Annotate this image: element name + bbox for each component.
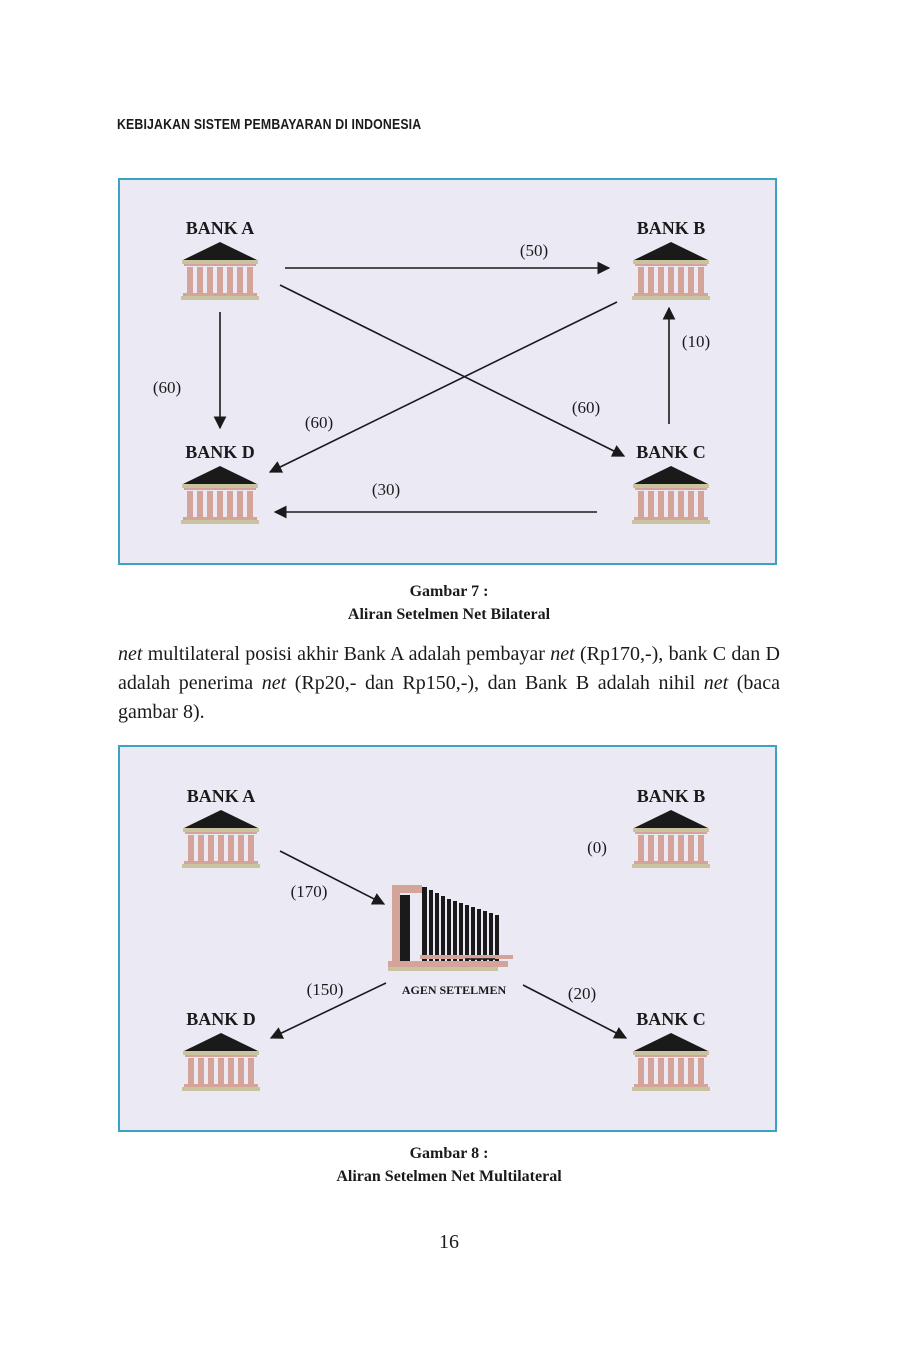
bank-c-label: BANK C [636,442,706,462]
text-segment: (baca gambar 8). [118,672,780,723]
term-net: net [703,672,729,694]
flow-b-to-d-amount: (60) [305,413,333,432]
page-number: 16 [439,1231,459,1253]
body-paragraph: net multilateral posisi akhir Bank A ada… [118,640,780,727]
figure-8-multilateral-diagram: BANK A BANK B BANK D BANK C [118,745,777,1132]
flow-agent-to-d-amount: (150) [307,980,344,999]
figure-7-number: Gambar 7 : [409,583,489,600]
flow-a-to-agent-amount: (170) [291,882,328,901]
term-net: net [550,643,575,665]
bank-d-icon [181,466,259,524]
term-net: net [261,672,287,694]
flow-a-to-d-amount: (60) [153,378,181,397]
text-segment: (Rp170,-), bank C dan D adalah penerima [118,643,780,694]
agent-label: AGEN SETELMEN [402,983,507,997]
figure-8-number: Gambar 8 : [409,1145,489,1162]
bank-a-icon [181,242,259,300]
bank-d-icon [182,1033,260,1091]
arrow-a-to-agent [279,850,386,905]
text-segment: multilateral posisi akhir Bank A adalah … [142,643,551,665]
flow-agent-to-c-amount: (20) [568,984,596,1003]
figure-7-bilateral-diagram: BANK A BANK B BANK D BANK C (50) (10) (6… [118,178,777,565]
flow-a-to-b-amount: (50) [520,241,548,260]
flow-b-amount: (0) [587,838,607,857]
bank-b-label: BANK B [637,786,706,806]
bank-d-label: BANK D [185,442,255,462]
arrow-a-to-c [279,284,626,457]
bank-c-icon [632,1033,710,1091]
bank-a-label: BANK A [187,786,256,806]
settlement-agent-building-icon [388,885,513,971]
figure-8-title: Aliran Setelmen Net Multilateral [336,1168,562,1185]
bank-c-label: BANK C [636,1009,706,1029]
flow-c-to-b-amount: (10) [682,332,710,351]
bank-b-label: BANK B [637,218,706,238]
arrow-agent-to-c [522,984,628,1039]
bank-a-label: BANK A [186,218,255,238]
figure-8-caption: Gambar 8 : Aliran Setelmen Net Multilate… [0,1142,898,1188]
bank-a-icon [182,810,260,868]
term-net: net [118,643,143,665]
bank-d-label: BANK D [186,1009,256,1029]
bank-b-icon [632,810,710,868]
flow-c-to-d-amount: (30) [372,480,400,499]
arrow-b-to-d [268,301,618,473]
figure-7-caption: Gambar 7 : Aliran Setelmen Net Bilateral [0,580,898,626]
running-header: KEBIJAKAN SISTEM PEMBAYARAN DI INDONESIA [117,116,422,133]
bank-b-icon [632,242,710,300]
arrow-agent-to-d [269,982,387,1039]
text-segment: (Rp20,- dan Rp150,-), dan Bank B adalah … [286,672,704,694]
figure-7-title: Aliran Setelmen Net Bilateral [347,606,551,623]
bank-c-icon [632,466,710,524]
flow-a-to-c-amount: (60) [572,398,600,417]
